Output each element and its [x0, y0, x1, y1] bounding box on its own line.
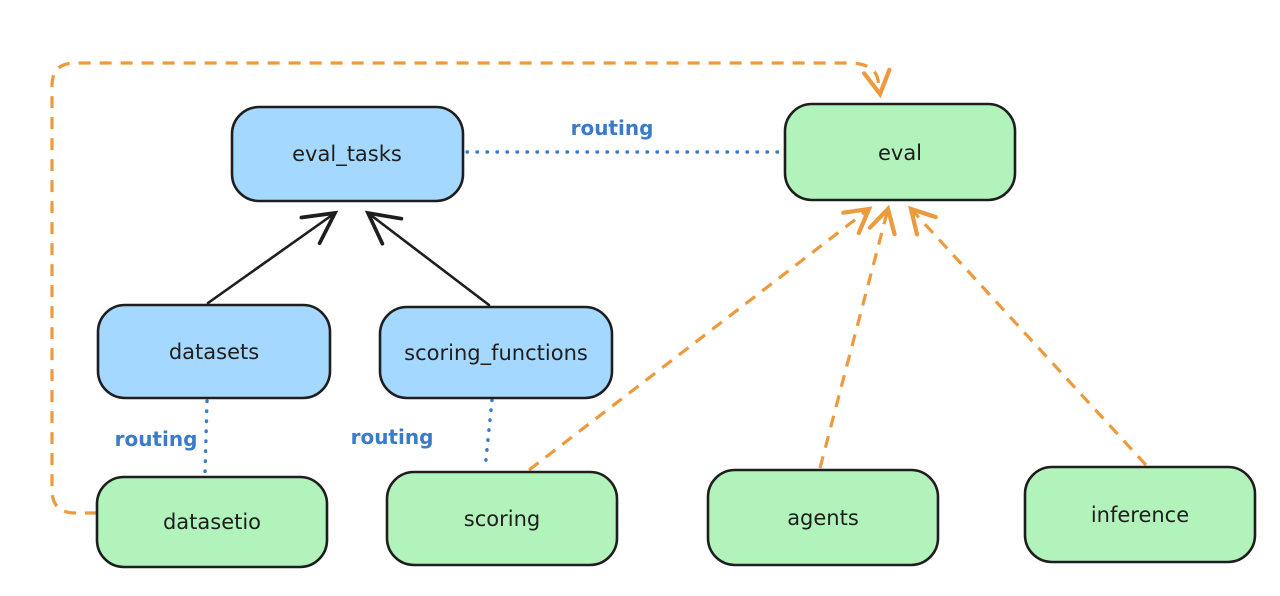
node-eval-tasks: eval_tasks [230, 105, 465, 203]
node-inference: inference [1023, 465, 1257, 564]
node-agents-box [706, 468, 940, 567]
node-eval-label: eval [878, 141, 922, 165]
node-datasetio-box [95, 475, 329, 569]
edge-scoring-functions-to-eval-tasks [364, 210, 491, 307]
node-inference-label: inference [1091, 503, 1189, 527]
node-scoring-box [385, 470, 619, 567]
node-scoring-functions: scoring_functions [378, 305, 614, 400]
node-inference-box [1023, 465, 1257, 564]
node-datasetio: datasetio [95, 475, 329, 569]
routing-label-datasets-datasetio: routing [115, 427, 198, 451]
edge-agents-to-eval [818, 204, 897, 469]
node-datasets-label: datasets [169, 340, 259, 364]
node-eval-box [783, 102, 1017, 202]
node-eval-tasks-label: eval_tasks [292, 142, 402, 167]
edge-scoring-to-eval [528, 206, 873, 472]
node-agents-label: agents [787, 506, 859, 530]
node-agents: agents [706, 468, 940, 567]
edge-routing-datasets-to-datasetio [203, 399, 209, 476]
edge-inference-to-eval [908, 205, 1148, 467]
node-datasetio-label: datasetio [163, 510, 261, 534]
node-scoring-label: scoring [464, 507, 540, 531]
edge-datasets-to-eval-tasks [206, 210, 339, 305]
node-scoring: scoring [385, 470, 619, 567]
routing-label-eval-tasks-eval: routing [571, 116, 654, 140]
node-eval: eval [783, 102, 1017, 202]
node-scoring-functions-label: scoring_functions [404, 341, 588, 366]
edge-routing-scoring-functions-to-scoring [483, 398, 494, 471]
node-scoring-functions-box [378, 305, 614, 400]
node-datasets: datasets [96, 303, 332, 400]
routing-label-scoring-functions-scoring: routing [351, 425, 434, 449]
node-datasets-box [96, 303, 332, 400]
node-eval-tasks-box [230, 105, 465, 203]
